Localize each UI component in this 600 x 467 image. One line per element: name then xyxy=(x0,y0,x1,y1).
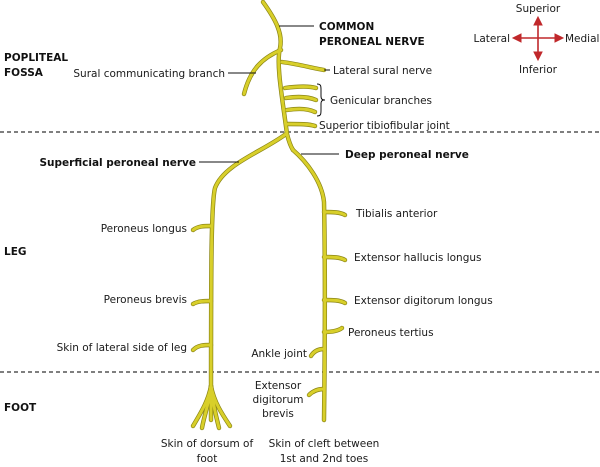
label-peroneus-tertius: Peroneus tertius xyxy=(348,327,434,339)
label-peroneus-brevis: Peroneus brevis xyxy=(104,294,187,306)
compass-medial: Medial xyxy=(565,33,599,45)
region-foot-label: FOOT xyxy=(4,402,37,414)
lateral-sural-branch xyxy=(280,60,326,72)
label-common-peroneal-2: PERONEAL NERVE xyxy=(319,36,425,48)
label-genicular: Genicular branches xyxy=(330,95,432,107)
compass-lateral: Lateral xyxy=(473,33,510,45)
label-extensor-digitorum-longus: Extensor digitorum longus xyxy=(354,295,493,307)
label-edb-2: digitorum xyxy=(253,394,304,406)
nerve-fill-layer xyxy=(191,0,347,430)
peroneus-longus-branch xyxy=(191,224,213,232)
label-edb-1: Extensor xyxy=(255,380,302,392)
arrow-up-icon xyxy=(533,15,543,26)
sural-communicating-branch xyxy=(242,48,283,96)
genicular-brace xyxy=(316,83,326,117)
label-superficial-peroneal: Superficial peroneal nerve xyxy=(39,157,196,169)
leader-lines xyxy=(199,25,339,163)
label-tibialis-anterior: Tibialis anterior xyxy=(355,208,438,220)
genicular-branch-1 xyxy=(283,85,318,90)
label-skin-cleft-2: 1st and 2nd toes xyxy=(280,453,369,465)
label-superior-tibiofibular: Superior tibiofibular joint xyxy=(319,120,450,132)
label-extensor-hallucis: Extensor hallucis longus xyxy=(354,252,482,264)
region-popliteal-label-2: FOSSA xyxy=(4,67,44,79)
region-popliteal-label-1: POPLITEAL xyxy=(4,52,68,64)
tibialis-anterior-branch xyxy=(322,210,347,217)
arrow-right-icon xyxy=(554,33,565,43)
genicular-branch-2 xyxy=(284,95,318,102)
arrow-down-icon xyxy=(533,51,543,62)
ankle-joint-branch xyxy=(309,347,326,358)
label-ankle-joint: Ankle joint xyxy=(251,348,307,360)
orientation-compass: Superior Inferior Lateral Medial xyxy=(473,3,599,76)
extensor-hallucis-branch xyxy=(322,255,347,262)
label-skin-dorsum-1: Skin of dorsum of xyxy=(161,438,254,450)
nerve-tree xyxy=(190,0,348,431)
tibiofibular-branch xyxy=(286,122,317,128)
nerve-outline-layer xyxy=(190,0,348,431)
label-sural-communicating: Sural communicating branch xyxy=(73,68,225,80)
extensor-digitorum-brevis-branch xyxy=(307,387,326,397)
superficial-peroneal-branch xyxy=(209,132,288,422)
common-peroneal-trunk xyxy=(261,0,295,152)
arrow-left-icon xyxy=(511,33,522,43)
label-peroneus-longus: Peroneus longus xyxy=(101,223,187,235)
skin-lateral-leg-branch xyxy=(191,343,213,352)
label-skin-lateral-leg: Skin of lateral side of leg xyxy=(57,342,187,354)
peroneus-tertius-branch xyxy=(322,326,344,334)
label-deep-peroneal: Deep peroneal nerve xyxy=(345,149,469,161)
region-leg-label: LEG xyxy=(4,246,26,258)
label-edb-3: brevis xyxy=(262,408,294,420)
genicular-branch-3 xyxy=(285,107,317,114)
deep-peroneal-branch xyxy=(291,148,327,422)
label-skin-cleft-1: Skin of cleft between xyxy=(269,438,380,450)
dorsum-foot-branch-4 xyxy=(209,384,232,428)
label-skin-dorsum-2: foot xyxy=(197,453,218,465)
extensor-digitorum-longus-branch xyxy=(322,298,347,305)
label-common-peroneal-1: COMMON xyxy=(319,21,374,33)
compass-superior: Superior xyxy=(516,3,561,15)
compass-inferior: Inferior xyxy=(519,64,558,76)
peroneus-brevis-branch xyxy=(191,299,213,306)
label-lateral-sural: Lateral sural nerve xyxy=(333,65,432,77)
